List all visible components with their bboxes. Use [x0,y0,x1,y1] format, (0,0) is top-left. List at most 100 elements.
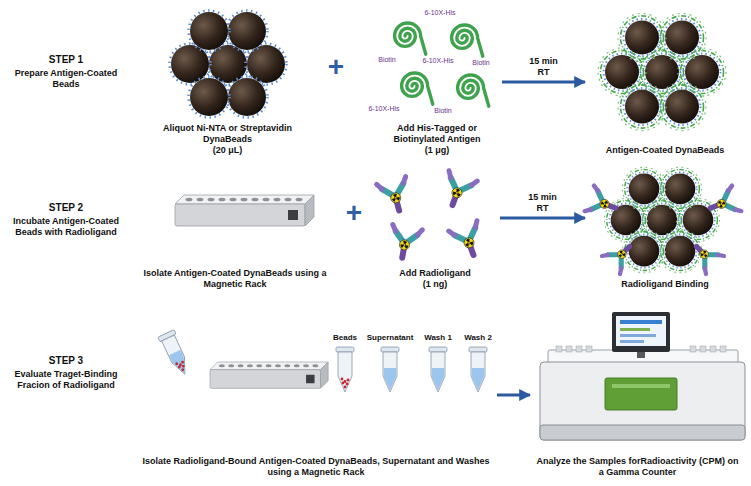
supernatant-tube [384,368,397,391]
bead-cluster [189,77,230,118]
supernatant-tube [381,347,399,392]
caption-text: (20 μL) [213,145,243,156]
caption-text: Isolate Radioligand-Bound Antigen-Coated… [139,456,493,478]
magnetic-rack [210,362,328,388]
gamma-counter [620,328,650,331]
wash-tube [472,368,485,391]
supernatant-tube [381,347,399,392]
coated-bead-cluster [658,13,706,61]
bound-bead-cluster [658,230,701,273]
coated-bead-cluster [618,83,666,131]
bound-bead-cluster [622,230,665,273]
step-item: Add His-Tagged or Biotinylated Antigen(1… [372,4,502,158]
flow-arrow [500,217,585,220]
step-title: Incubate Antigen-Coated Beads with Radio… [2,216,130,238]
bound-bead-cluster [585,167,742,274]
beads-tube [336,347,354,392]
gamma-counter [616,316,666,346]
bound-bead-cluster [622,167,665,210]
antigen-group [452,25,483,56]
gamma-counter [556,346,562,352]
wash-tube [429,347,447,392]
coated-bead-cluster [618,13,666,61]
step-item: Isolate Antigen-Coated DynaBeads using a… [135,165,335,292]
step-item: Antigen-Coated DynaBeads [585,4,745,158]
gamma-counter [540,312,745,440]
bead-cluster [170,11,287,118]
magnetic-rack [175,195,314,226]
bead-tube [175,359,188,373]
caption-text: Add His-Tagged or Biotinylated Antigen [376,123,498,145]
gamma-counter [540,425,745,440]
antigen-group [458,75,489,106]
caption-text: Aliquot Ni-NTA or Streptavidin DynaBeads [144,123,311,145]
tag-label: 6-10X-His [420,9,460,17]
step-item: Analyze the Samples forRadioactivity (CP… [530,305,745,480]
flow-arrow [497,394,530,397]
bead-cluster [246,44,287,85]
antigen-group [402,73,433,104]
radioligand-group [449,221,488,260]
flow-arrow [502,81,585,84]
bead-cluster [170,44,211,85]
antigen-group [395,23,426,54]
wash-tube [432,368,445,391]
radioligand-group [377,171,488,261]
step-title: Evaluate Traget-Binding Fracion of Radio… [2,369,130,391]
wash-tube [469,347,487,392]
plus-sign: + [341,196,367,230]
gamma-counter [620,340,644,343]
caption-text: Add Radioligand [399,268,471,279]
bead-tube [158,330,193,378]
edge-label: 15 min RT [523,192,563,214]
tube-label: Wash 2 [460,333,496,343]
step-item: Aliquot Ni-NTA or Streptavidin DynaBeads… [140,4,315,158]
tube-label: Beads [325,333,365,343]
bead-tube [158,330,193,378]
step-item: Isolate Radioligand-Bound Antigen-Coated… [135,305,497,480]
gamma-counter [612,384,670,388]
gamma-counter [540,362,745,440]
bound-bead-cluster [602,237,639,274]
gamma-counter [637,352,645,358]
bead-cluster [227,77,268,118]
edge-label: 15 min RT [524,56,564,78]
gamma-counter [620,334,656,337]
coated-bead-cluster [658,83,706,131]
caption-text: Analyze the Samples forRadioactivity (CP… [534,456,741,478]
bead-cluster [208,44,249,85]
caption-text: Antigen-Coated DynaBeads [606,145,725,156]
wash-tube [469,347,487,392]
step-title: Prepare Antigen-Coated Beads [2,68,130,90]
tag-label: Biotin [466,59,496,67]
gamma-counter [612,312,670,352]
bead-cluster [189,11,230,52]
caption-text: (1 μg) [425,145,450,156]
gamma-counter [576,346,582,352]
tag-label: 6-10X-His [364,105,404,113]
tag-label: 6-10X-His [418,57,458,65]
gamma-counter [605,378,677,410]
gamma-counter [700,346,706,352]
bound-bead-cluster [706,186,741,221]
gamma-counter [586,346,592,352]
coated-bead-cluster [598,13,726,130]
tube-label: Supernatant [362,333,418,343]
bound-bead-cluster [687,237,724,274]
radioligand-group [438,171,477,210]
wash-tube [429,347,447,392]
coated-bead-cluster [678,48,726,96]
beads-tube [336,347,354,392]
gamma-counter [710,346,716,352]
caption-text: Isolate Antigen-Coated DynaBeads using a… [139,268,331,290]
gamma-counter [566,346,572,352]
tag-label: Biotin [429,107,457,115]
caption-text: (1 ng) [423,279,448,290]
radioligand-group [377,177,414,215]
radioligand-group [387,225,422,261]
bound-bead-cluster [658,167,701,210]
gamma-counter [720,346,726,352]
step-item: Add Radioligand(1 ng) [370,165,500,292]
bound-bead-cluster [585,186,620,221]
